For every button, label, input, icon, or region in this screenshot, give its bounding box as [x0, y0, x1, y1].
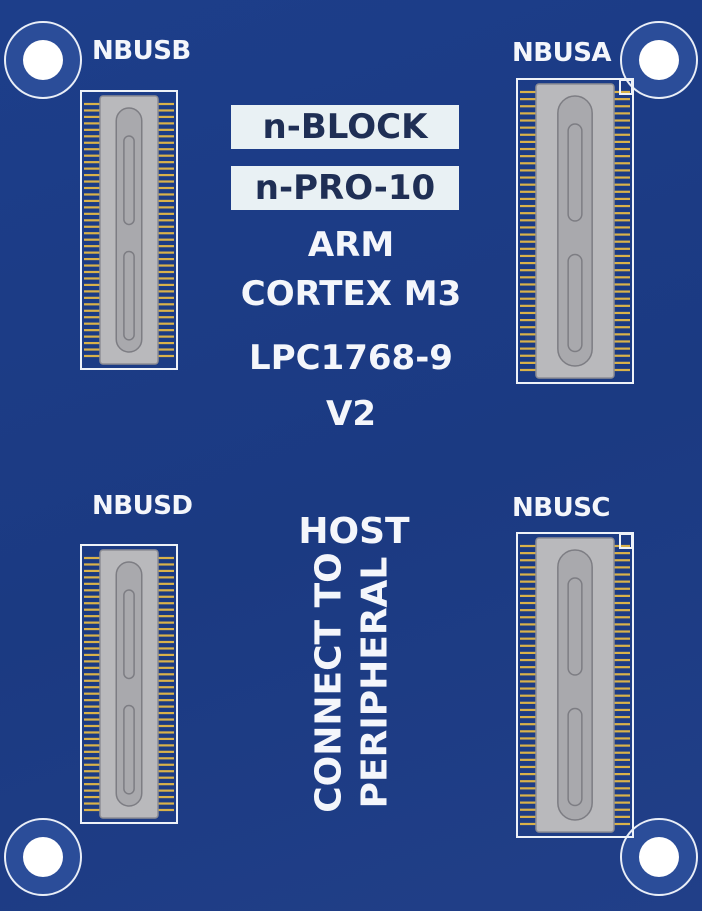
text-peripheral: PERIPHERAL: [354, 556, 396, 809]
label-box-nblock: n-BLOCK: [231, 105, 459, 149]
label-nbusd: NBUSD: [92, 491, 193, 521]
connector-nbusc: [516, 532, 634, 838]
text-version: V2: [326, 394, 376, 434]
mounting-hole-top-left: [4, 21, 82, 99]
label-box-npro10: n-PRO-10: [231, 166, 459, 210]
text-part-number: LPC1768-9: [249, 338, 453, 378]
connector-nbusd: [80, 544, 178, 824]
label-nbusa: NBUSA: [512, 38, 612, 68]
label-nbusb: NBUSB: [92, 36, 191, 66]
label-nbusc: NBUSC: [512, 493, 611, 523]
mounting-hole-top-right: [620, 21, 698, 99]
mounting-hole-bottom-left: [4, 818, 82, 896]
connector-nbusb: [80, 90, 178, 370]
text-arm: ARM: [307, 225, 395, 265]
text-cortex-m3: CORTEX M3: [240, 274, 462, 314]
connector-nbusa: [516, 78, 634, 384]
text-connect-to: CONNECT TO: [308, 552, 350, 813]
text-host: HOST: [298, 511, 410, 552]
mounting-hole-bottom-right: [620, 818, 698, 896]
